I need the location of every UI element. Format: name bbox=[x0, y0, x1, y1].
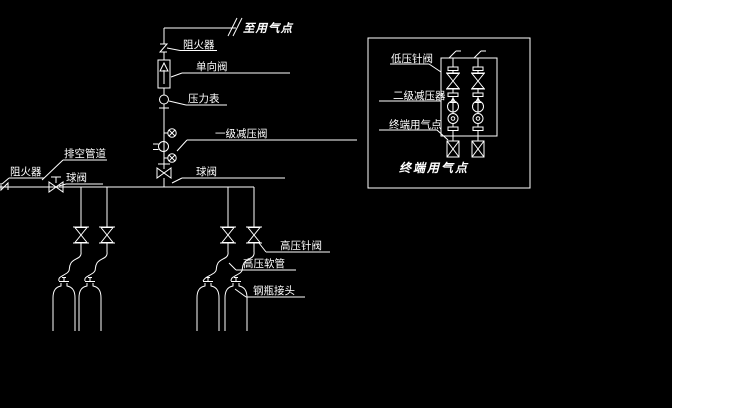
terminal-outlet-icon bbox=[471, 140, 485, 158]
leader-cylinder-connector bbox=[234, 288, 305, 298]
label-terminal-gas-point-caption: 终端用气点 bbox=[399, 161, 469, 175]
piping-schematic: 至用气点 阻火器 单向阀 压力表 一级减压阀 球阀 排空管道 阻火器 球阀 高压… bbox=[0, 17, 531, 331]
leader-check-valve bbox=[170, 72, 290, 78]
gas-cylinder bbox=[224, 277, 248, 331]
gas-cylinder bbox=[78, 277, 102, 331]
flame-arrester-icon bbox=[158, 43, 169, 53]
hp-needle-valve-icon bbox=[220, 187, 236, 252]
pipe-break-icon bbox=[227, 17, 243, 37]
label-flame-arrester-top: 阻火器 bbox=[183, 39, 215, 51]
terminal-assembly bbox=[445, 50, 461, 158]
terminal-outlet-icon bbox=[446, 140, 460, 158]
label-pressure-gauge: 压力表 bbox=[188, 92, 220, 105]
leader-vent-pipe bbox=[41, 159, 107, 181]
hp-hose bbox=[58, 251, 82, 282]
lp-needle-valve-icon bbox=[470, 72, 486, 90]
label-terminal-gas-point-side: 终端用气点 bbox=[389, 118, 442, 131]
second-stage-regulator-icon bbox=[472, 96, 484, 124]
label-to-gas-point: 至用气点 bbox=[243, 22, 293, 35]
vent-flame-arrester-icon bbox=[0, 181, 9, 192]
label-first-stage-regulator: 一级减压阀 bbox=[215, 127, 268, 140]
label-ball-valve-main: 球阀 bbox=[196, 165, 217, 178]
second-stage-regulator-icon bbox=[447, 96, 459, 124]
leader-lp-needle-valve bbox=[390, 63, 442, 73]
hp-needle-valve-risers bbox=[73, 187, 262, 252]
label-second-stage-regulator: 二级减压器 bbox=[393, 90, 446, 102]
manifold-pipe bbox=[0, 176, 254, 193]
leader-lines bbox=[1, 47, 449, 298]
leader-hp-needle-valve bbox=[258, 242, 330, 253]
first-stage-regulator-icon bbox=[153, 128, 177, 163]
leader-hp-hose bbox=[228, 262, 296, 271]
pressure-gauge-icon bbox=[159, 94, 169, 109]
leader-terminal-gas-point bbox=[379, 129, 449, 141]
hp-needle-valve-icon bbox=[73, 187, 89, 252]
gas-cylinders bbox=[52, 277, 248, 331]
gas-cylinder bbox=[52, 277, 76, 331]
leader-pressure-gauge bbox=[168, 100, 227, 106]
lp-needle-valve-icon bbox=[445, 72, 461, 90]
leader-first-stage-regulator bbox=[176, 139, 357, 152]
main-supply-line bbox=[153, 17, 243, 187]
right-white-panel bbox=[672, 0, 747, 408]
leader-flame-arrester-left bbox=[1, 177, 44, 185]
hp-hose bbox=[202, 251, 229, 282]
leader-flame-arrester-top bbox=[166, 47, 217, 51]
hp-hose bbox=[84, 251, 108, 282]
label-lp-needle-valve: 低压针阀 bbox=[391, 52, 433, 65]
label-vent-pipe: 排空管道 bbox=[64, 147, 106, 160]
hp-needle-valve-icon bbox=[99, 187, 115, 252]
label-flame-arrester-left: 阻火器 bbox=[10, 166, 42, 178]
label-hp-hose: 高压软管 bbox=[243, 257, 285, 270]
label-check-valve: 单向阀 bbox=[196, 60, 228, 73]
terminal-box bbox=[367, 37, 531, 189]
terminal-assembly bbox=[470, 50, 486, 158]
label-cylinder-connector: 钢瓶接头 bbox=[253, 284, 295, 297]
check-valve-icon bbox=[157, 59, 171, 89]
label-hp-needle-valve: 高压针阀 bbox=[280, 239, 322, 252]
leader-ball-valve-main bbox=[171, 177, 285, 184]
leader-ball-valve-vent bbox=[58, 183, 103, 187]
hp-hose bbox=[230, 251, 255, 282]
gas-cylinder bbox=[196, 277, 220, 331]
hp-hoses bbox=[58, 251, 255, 282]
vent-ball-valve-icon bbox=[48, 176, 64, 193]
hp-needle-valve-icon bbox=[246, 187, 262, 252]
ball-valve-icon bbox=[156, 163, 172, 179]
label-ball-valve-vent: 球阀 bbox=[66, 171, 87, 184]
